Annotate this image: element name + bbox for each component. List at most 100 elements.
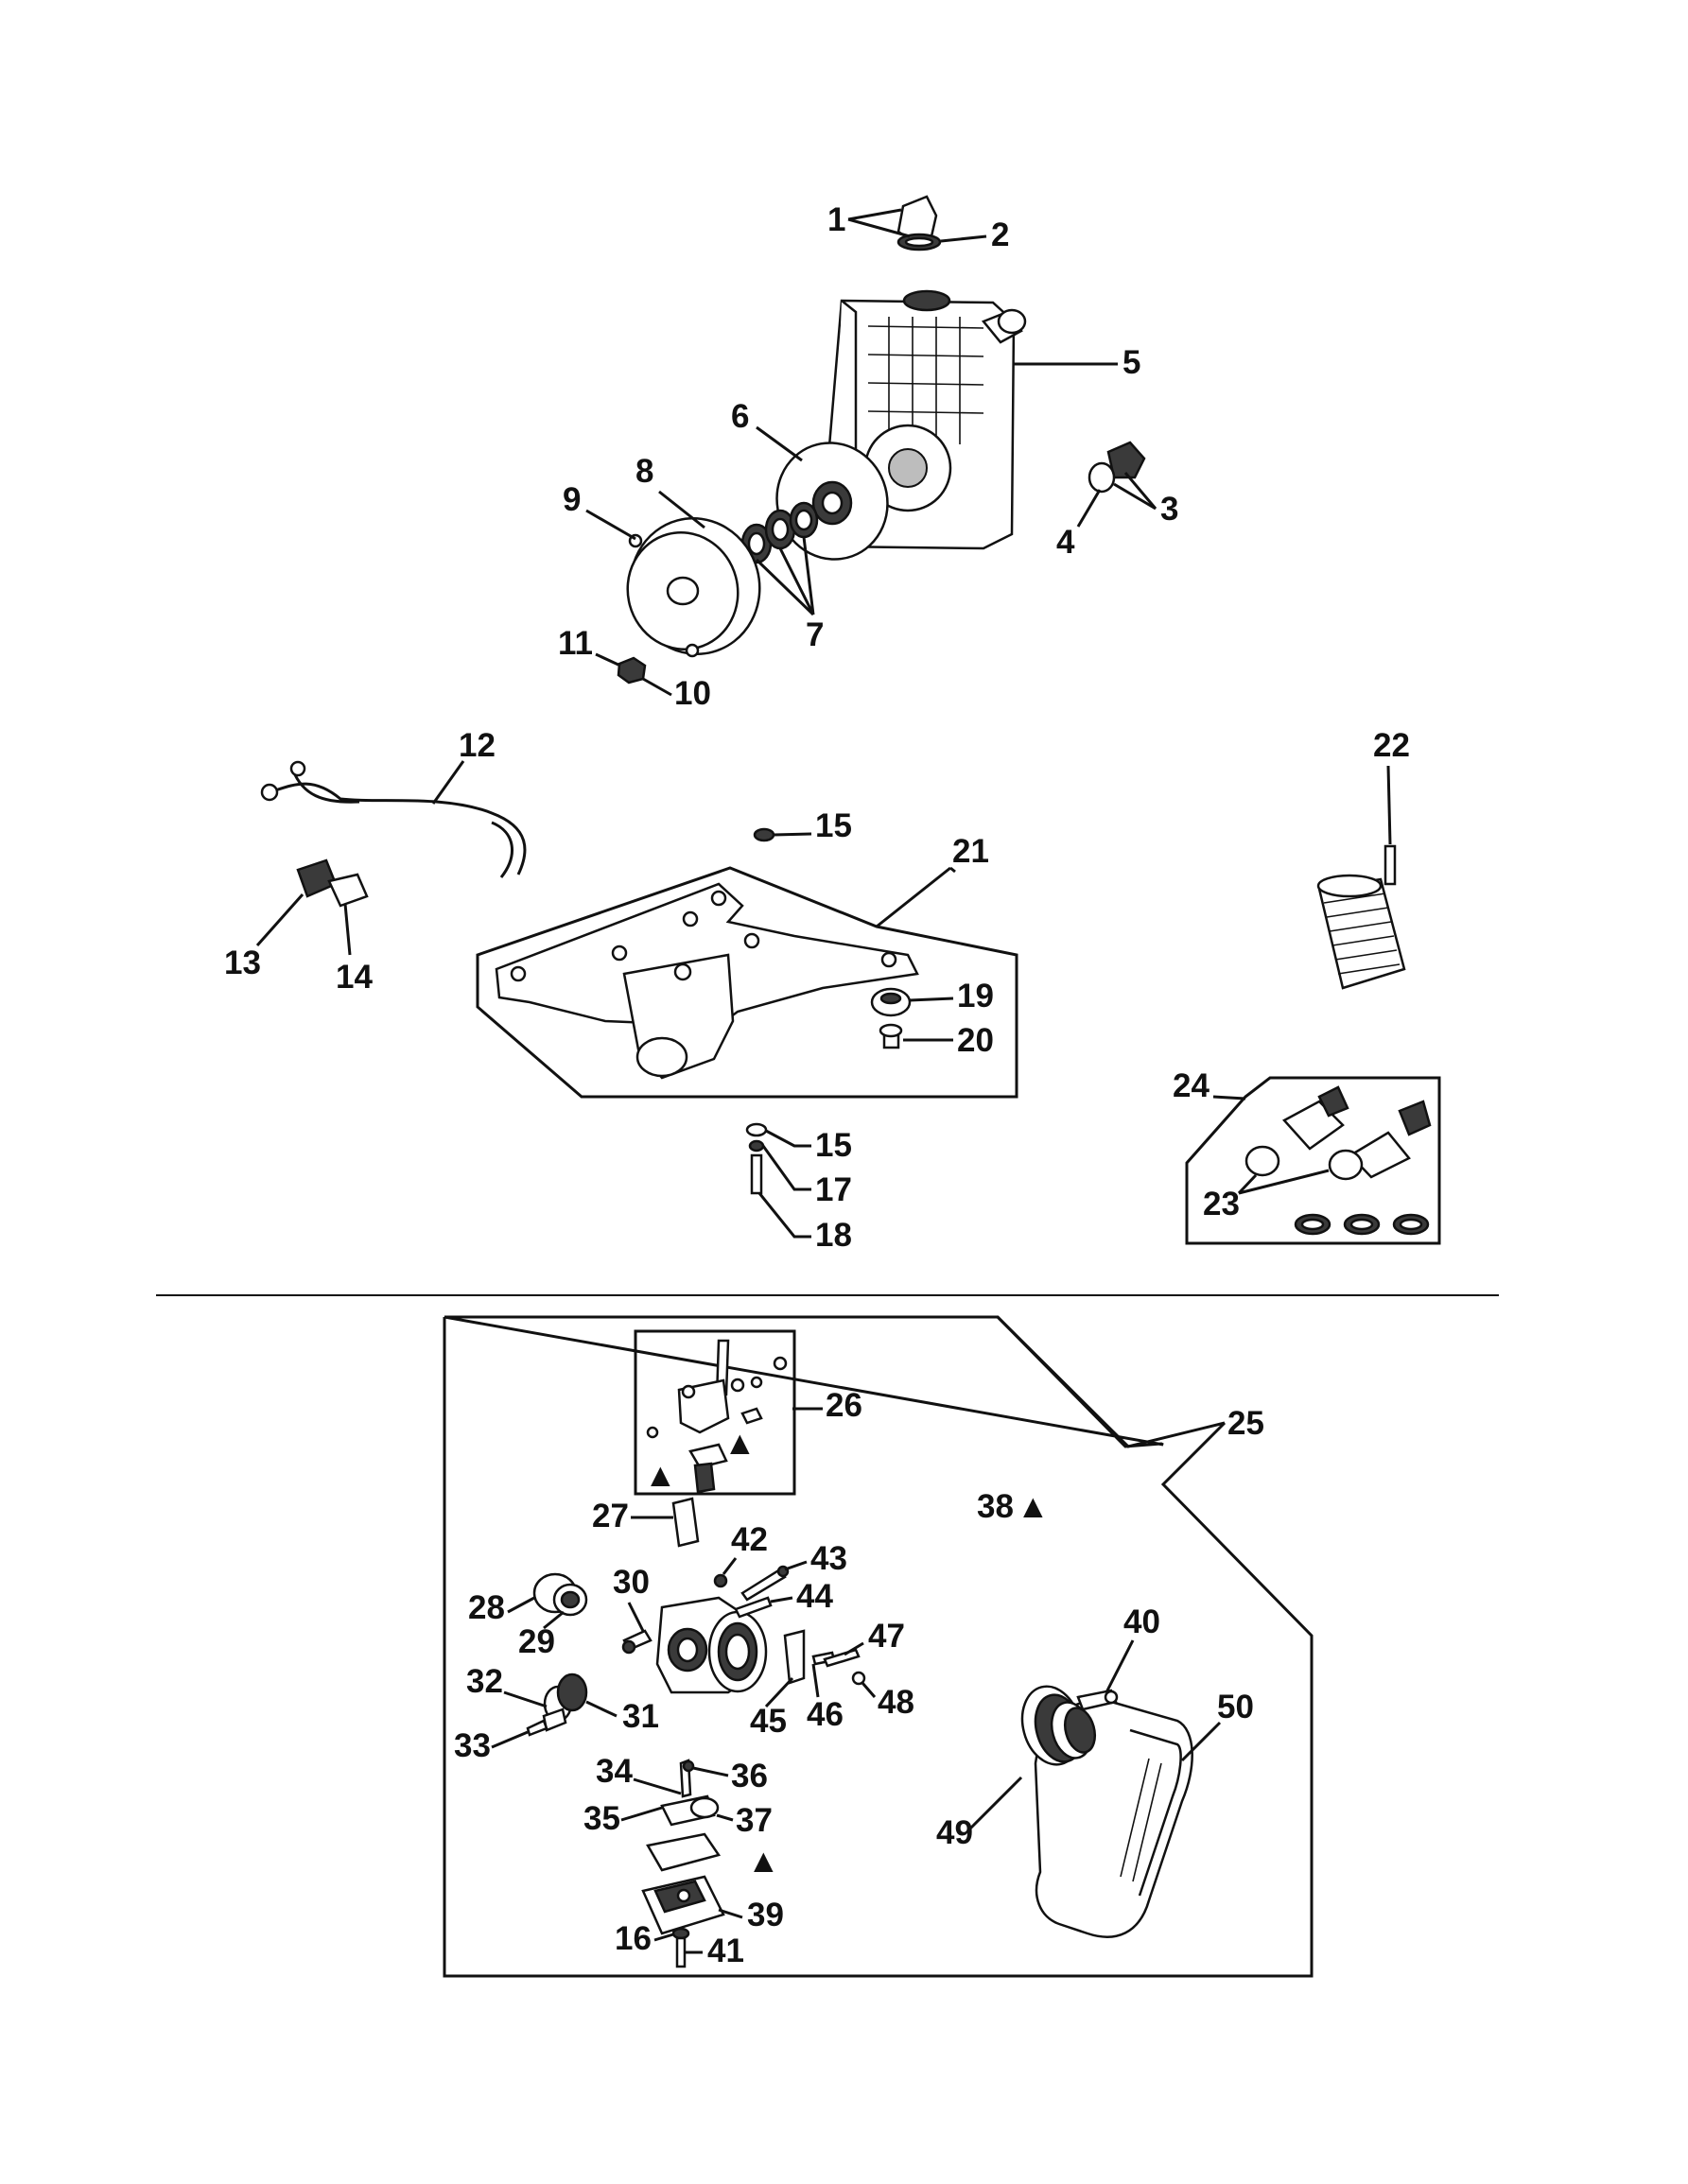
callout-18: 18	[757, 1192, 852, 1254]
callout-9: 9	[563, 481, 636, 541]
air-filter-housing-part	[1020, 1685, 1193, 1938]
throttle-lever-part	[783, 1629, 866, 1686]
svg-text:31: 31	[622, 1698, 659, 1735]
svg-text:32: 32	[466, 1663, 503, 1700]
tank-fitting-part	[1088, 441, 1146, 494]
svg-text:22: 22	[1373, 727, 1410, 764]
svg-text:27: 27	[592, 1498, 629, 1534]
tank-cap-part	[896, 195, 942, 251]
svg-text:28: 28	[468, 1589, 505, 1626]
screw-part	[621, 1629, 653, 1655]
callout-13: 13	[224, 893, 305, 981]
svg-text:5: 5	[1122, 344, 1140, 381]
callout-2: 2	[940, 217, 1009, 253]
callout-8: 8	[635, 453, 705, 529]
callout-25: 25	[1227, 1405, 1264, 1442]
svg-text:▲: ▲	[1017, 1488, 1050, 1525]
svg-text:6: 6	[731, 398, 749, 435]
callout-5: 5	[1014, 344, 1140, 381]
svg-text:14: 14	[336, 959, 373, 996]
callout-49: 49	[936, 1776, 1023, 1851]
bolt-stack-part	[745, 1122, 768, 1195]
connectors-part	[1244, 1085, 1432, 1236]
callout-46: 46	[807, 1663, 844, 1733]
needle-lever-part	[660, 1759, 720, 1827]
callout-40: 40	[1105, 1603, 1160, 1693]
float-bowl-part	[641, 1875, 725, 1935]
svg-text:▲: ▲	[644, 1457, 677, 1494]
callout-47: 47	[844, 1618, 905, 1656]
callout-32: 32	[466, 1663, 548, 1708]
kit-marker-26a: ▲	[644, 1457, 677, 1494]
svg-text:46: 46	[807, 1696, 844, 1733]
svg-text:12: 12	[459, 727, 496, 764]
callout-38: 38 ▲	[977, 1488, 1050, 1525]
svg-text:45: 45	[750, 1703, 787, 1740]
wire-harness-part	[260, 760, 527, 878]
svg-text:47: 47	[868, 1618, 905, 1655]
callout-43: 43	[784, 1540, 847, 1577]
svg-text:21: 21	[952, 833, 989, 870]
connector-group-box	[1185, 1076, 1441, 1245]
svg-text:39: 39	[747, 1897, 784, 1933]
svg-text:9: 9	[563, 481, 581, 518]
callout-12: 12	[431, 727, 496, 805]
svg-text:37: 37	[736, 1802, 773, 1839]
svg-text:41: 41	[707, 1933, 744, 1969]
callout-44: 44	[770, 1578, 833, 1615]
svg-text:29: 29	[518, 1623, 555, 1660]
callout-16: 16	[615, 1920, 674, 1957]
callout-36: 36	[692, 1758, 768, 1794]
svg-text:7: 7	[806, 616, 824, 653]
bushing-part	[532, 1572, 588, 1617]
svg-text:8: 8	[635, 453, 653, 490]
callout-39: 39	[718, 1897, 784, 1933]
callout-48: 48	[861, 1682, 914, 1721]
svg-text:50: 50	[1217, 1689, 1254, 1725]
callout-14: 14	[336, 903, 373, 996]
svg-text:10: 10	[674, 675, 711, 712]
callout-7: 7	[755, 536, 824, 653]
carburetor-body-part	[655, 1596, 768, 1694]
callout-30: 30	[613, 1564, 650, 1632]
svg-text:17: 17	[815, 1171, 852, 1208]
callout-4: 4	[1056, 489, 1102, 561]
svg-text:26: 26	[826, 1387, 862, 1424]
svg-text:23: 23	[1203, 1186, 1240, 1222]
clip-part	[671, 1497, 700, 1548]
callout-17: 17	[761, 1145, 852, 1208]
svg-text:40: 40	[1123, 1603, 1160, 1640]
svg-text:▲: ▲	[747, 1843, 780, 1880]
callout-22: 22	[1373, 727, 1410, 845]
carburetor-group-box	[443, 1315, 1314, 1978]
callout-45: 45	[750, 1676, 794, 1740]
svg-text:18: 18	[815, 1217, 852, 1254]
callout-3: 3	[1113, 472, 1178, 528]
svg-text:49: 49	[936, 1814, 973, 1851]
base-frame-group-box	[476, 866, 1018, 1099]
svg-text:25: 25	[1227, 1405, 1264, 1442]
bowl-screw-part	[671, 1927, 690, 1968]
svg-text:44: 44	[796, 1578, 833, 1615]
linkage-kit-box	[634, 1329, 796, 1496]
svg-text:33: 33	[454, 1727, 491, 1764]
svg-text:24: 24	[1173, 1067, 1209, 1104]
svg-text:2: 2	[991, 217, 1009, 253]
callout-23: 23	[1203, 1169, 1330, 1222]
callout-33: 33	[454, 1727, 529, 1764]
callout-26: 26	[792, 1387, 862, 1424]
svg-text:48: 48	[878, 1684, 914, 1721]
pump-cover-part	[626, 517, 761, 658]
nut-part	[617, 656, 647, 685]
svg-text:20: 20	[957, 1022, 994, 1059]
callout-6: 6	[731, 398, 803, 462]
callout-29: 29	[518, 1610, 565, 1660]
callout-35: 35	[583, 1800, 663, 1837]
callout-37: 37	[716, 1802, 773, 1839]
svg-text:19: 19	[957, 978, 994, 1014]
svg-text:3: 3	[1160, 491, 1178, 528]
base-frame-part	[495, 882, 919, 1080]
rubber-foot-part	[870, 987, 912, 1049]
gasket-part	[646, 1832, 722, 1872]
callout-42: 42	[722, 1521, 768, 1575]
